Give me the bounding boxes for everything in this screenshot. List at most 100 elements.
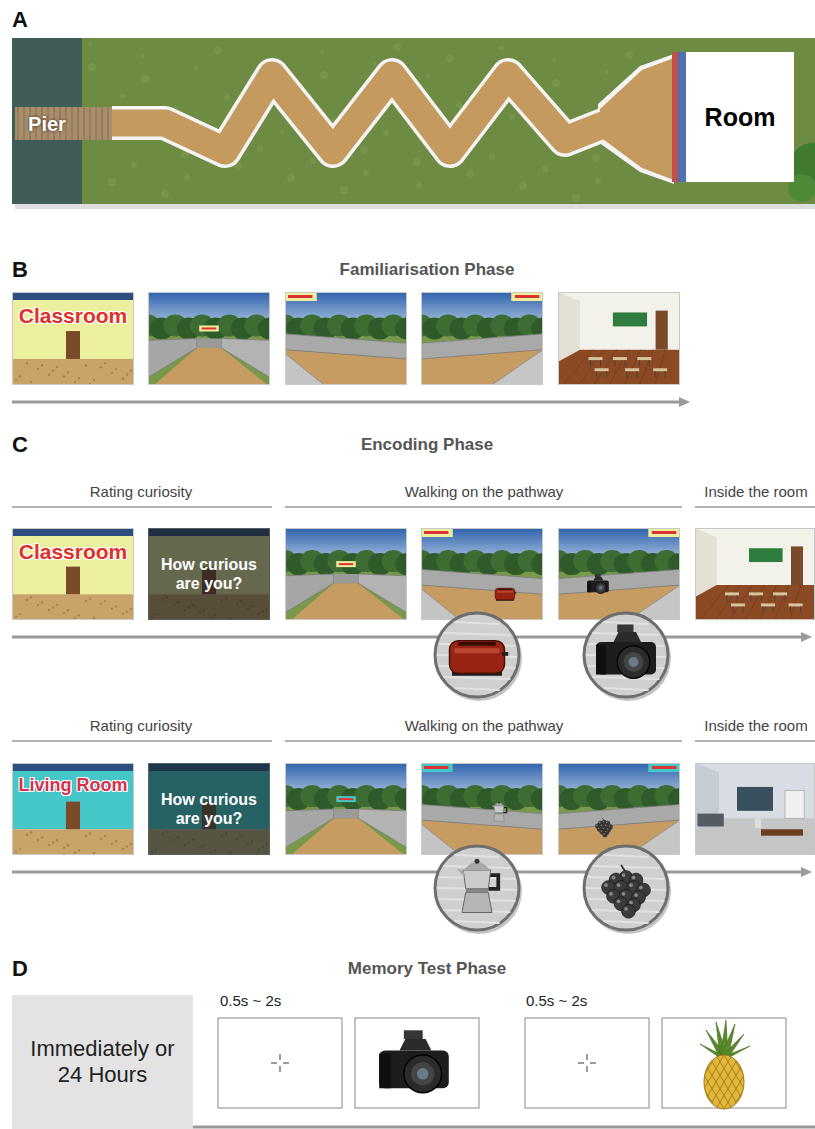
desk-leg	[743, 606, 744, 612]
pineapple-scale	[724, 1055, 756, 1109]
maze-wall	[421, 334, 543, 359]
panel-letter: C	[12, 432, 28, 457]
room-floor	[695, 585, 815, 620]
maze-wall	[358, 574, 407, 613]
node-text: Room	[705, 102, 776, 132]
grass-tuft	[519, 182, 527, 190]
fixation-screen	[525, 1018, 649, 1108]
gravel	[48, 844, 50, 846]
gravel	[52, 606, 54, 608]
desk-leg	[800, 606, 801, 612]
screenshot-frame	[13, 293, 134, 385]
gravel	[122, 613, 124, 615]
camera-lens	[629, 657, 639, 667]
maze-wall	[421, 804, 543, 829]
grass-tuft	[320, 50, 324, 54]
grape-shine	[634, 893, 638, 897]
gravel	[85, 600, 87, 602]
desk-leg	[606, 371, 607, 377]
grass	[421, 331, 543, 385]
stage-heading: Walking on the pathway	[405, 717, 564, 734]
grass	[285, 567, 407, 620]
moka-top	[494, 806, 504, 813]
section-rule	[12, 506, 272, 508]
gravel	[89, 832, 91, 834]
room-side-wall	[695, 528, 717, 597]
gravel	[63, 611, 65, 613]
green-board	[749, 548, 783, 562]
screenshot-frame	[149, 764, 270, 855]
gravel	[122, 848, 124, 850]
pathway-screenshot	[273, 763, 419, 855]
grass-tuft	[489, 154, 495, 160]
gravel	[19, 375, 21, 377]
moka-knob	[475, 859, 480, 864]
gravel	[63, 846, 65, 848]
moka-top	[463, 870, 491, 889]
desk-leg	[624, 360, 625, 366]
moka-knob	[498, 802, 500, 804]
panel-letter: A	[12, 7, 28, 32]
gravel	[30, 381, 32, 383]
camera-lens	[599, 586, 603, 590]
pier-plank-line	[84, 107, 85, 140]
camera-top	[614, 632, 642, 642]
desk-leg	[751, 595, 752, 601]
green-board	[613, 312, 647, 326]
gravel	[48, 374, 50, 376]
grass-tuft	[552, 58, 556, 62]
floor-plank	[775, 585, 789, 620]
gravel	[126, 845, 128, 847]
door	[66, 802, 80, 830]
grape-shine	[599, 822, 600, 823]
stage-heading: Rating curiosity	[90, 483, 193, 500]
grape-shine	[596, 825, 597, 826]
floor-plank	[594, 350, 617, 385]
gravel	[74, 617, 76, 619]
pathway-screenshot	[273, 528, 419, 620]
fixation-cross	[590, 1062, 596, 1063]
desk	[637, 357, 651, 360]
node-text: Classroom	[19, 539, 128, 564]
grass-tuft	[88, 63, 96, 71]
camera-lens	[595, 582, 607, 594]
gravel	[37, 839, 39, 841]
grass-field	[12, 38, 815, 204]
grass-tuft	[542, 166, 548, 172]
gravel	[78, 377, 80, 379]
camera-lens	[617, 646, 650, 679]
pier-plank-line	[90, 107, 91, 140]
room-door-strip	[678, 52, 686, 182]
fixation-cross	[578, 1062, 584, 1063]
timeline-arrow	[12, 401, 684, 404]
desk	[761, 603, 775, 606]
phase-title: Memory Test Phase	[348, 959, 506, 979]
camera-grip	[596, 645, 606, 675]
panel-letter: B	[12, 257, 28, 282]
desk-leg	[761, 595, 762, 601]
pineapple-scale	[684, 1055, 716, 1109]
maze-wall	[285, 809, 334, 848]
pineapple-scale	[732, 1055, 764, 1109]
pineapple-scale	[668, 1055, 700, 1109]
gravel	[78, 849, 80, 851]
gravel	[130, 369, 132, 371]
screenshot-frame	[696, 529, 815, 620]
gravel	[130, 608, 132, 610]
timing-label: 0.5s ~ 2s	[526, 992, 587, 1009]
grass	[148, 331, 270, 385]
wood-grain	[454, 921, 499, 923]
pier-plank-line	[78, 107, 79, 140]
floor-plank	[730, 585, 753, 620]
room-sign-mark	[339, 798, 354, 800]
gravel	[111, 372, 113, 374]
node-text: How curious are you?	[156, 790, 262, 828]
curiosity-prompt: How curious are you?	[148, 763, 270, 855]
screenshot-frame	[422, 293, 543, 385]
room-box: Room	[686, 52, 794, 182]
section-rule	[695, 506, 815, 508]
room-facade: Classroom	[12, 528, 134, 620]
item-screen	[662, 1018, 786, 1108]
sky	[148, 292, 270, 339]
timeline-arrow	[193, 1126, 815, 1129]
